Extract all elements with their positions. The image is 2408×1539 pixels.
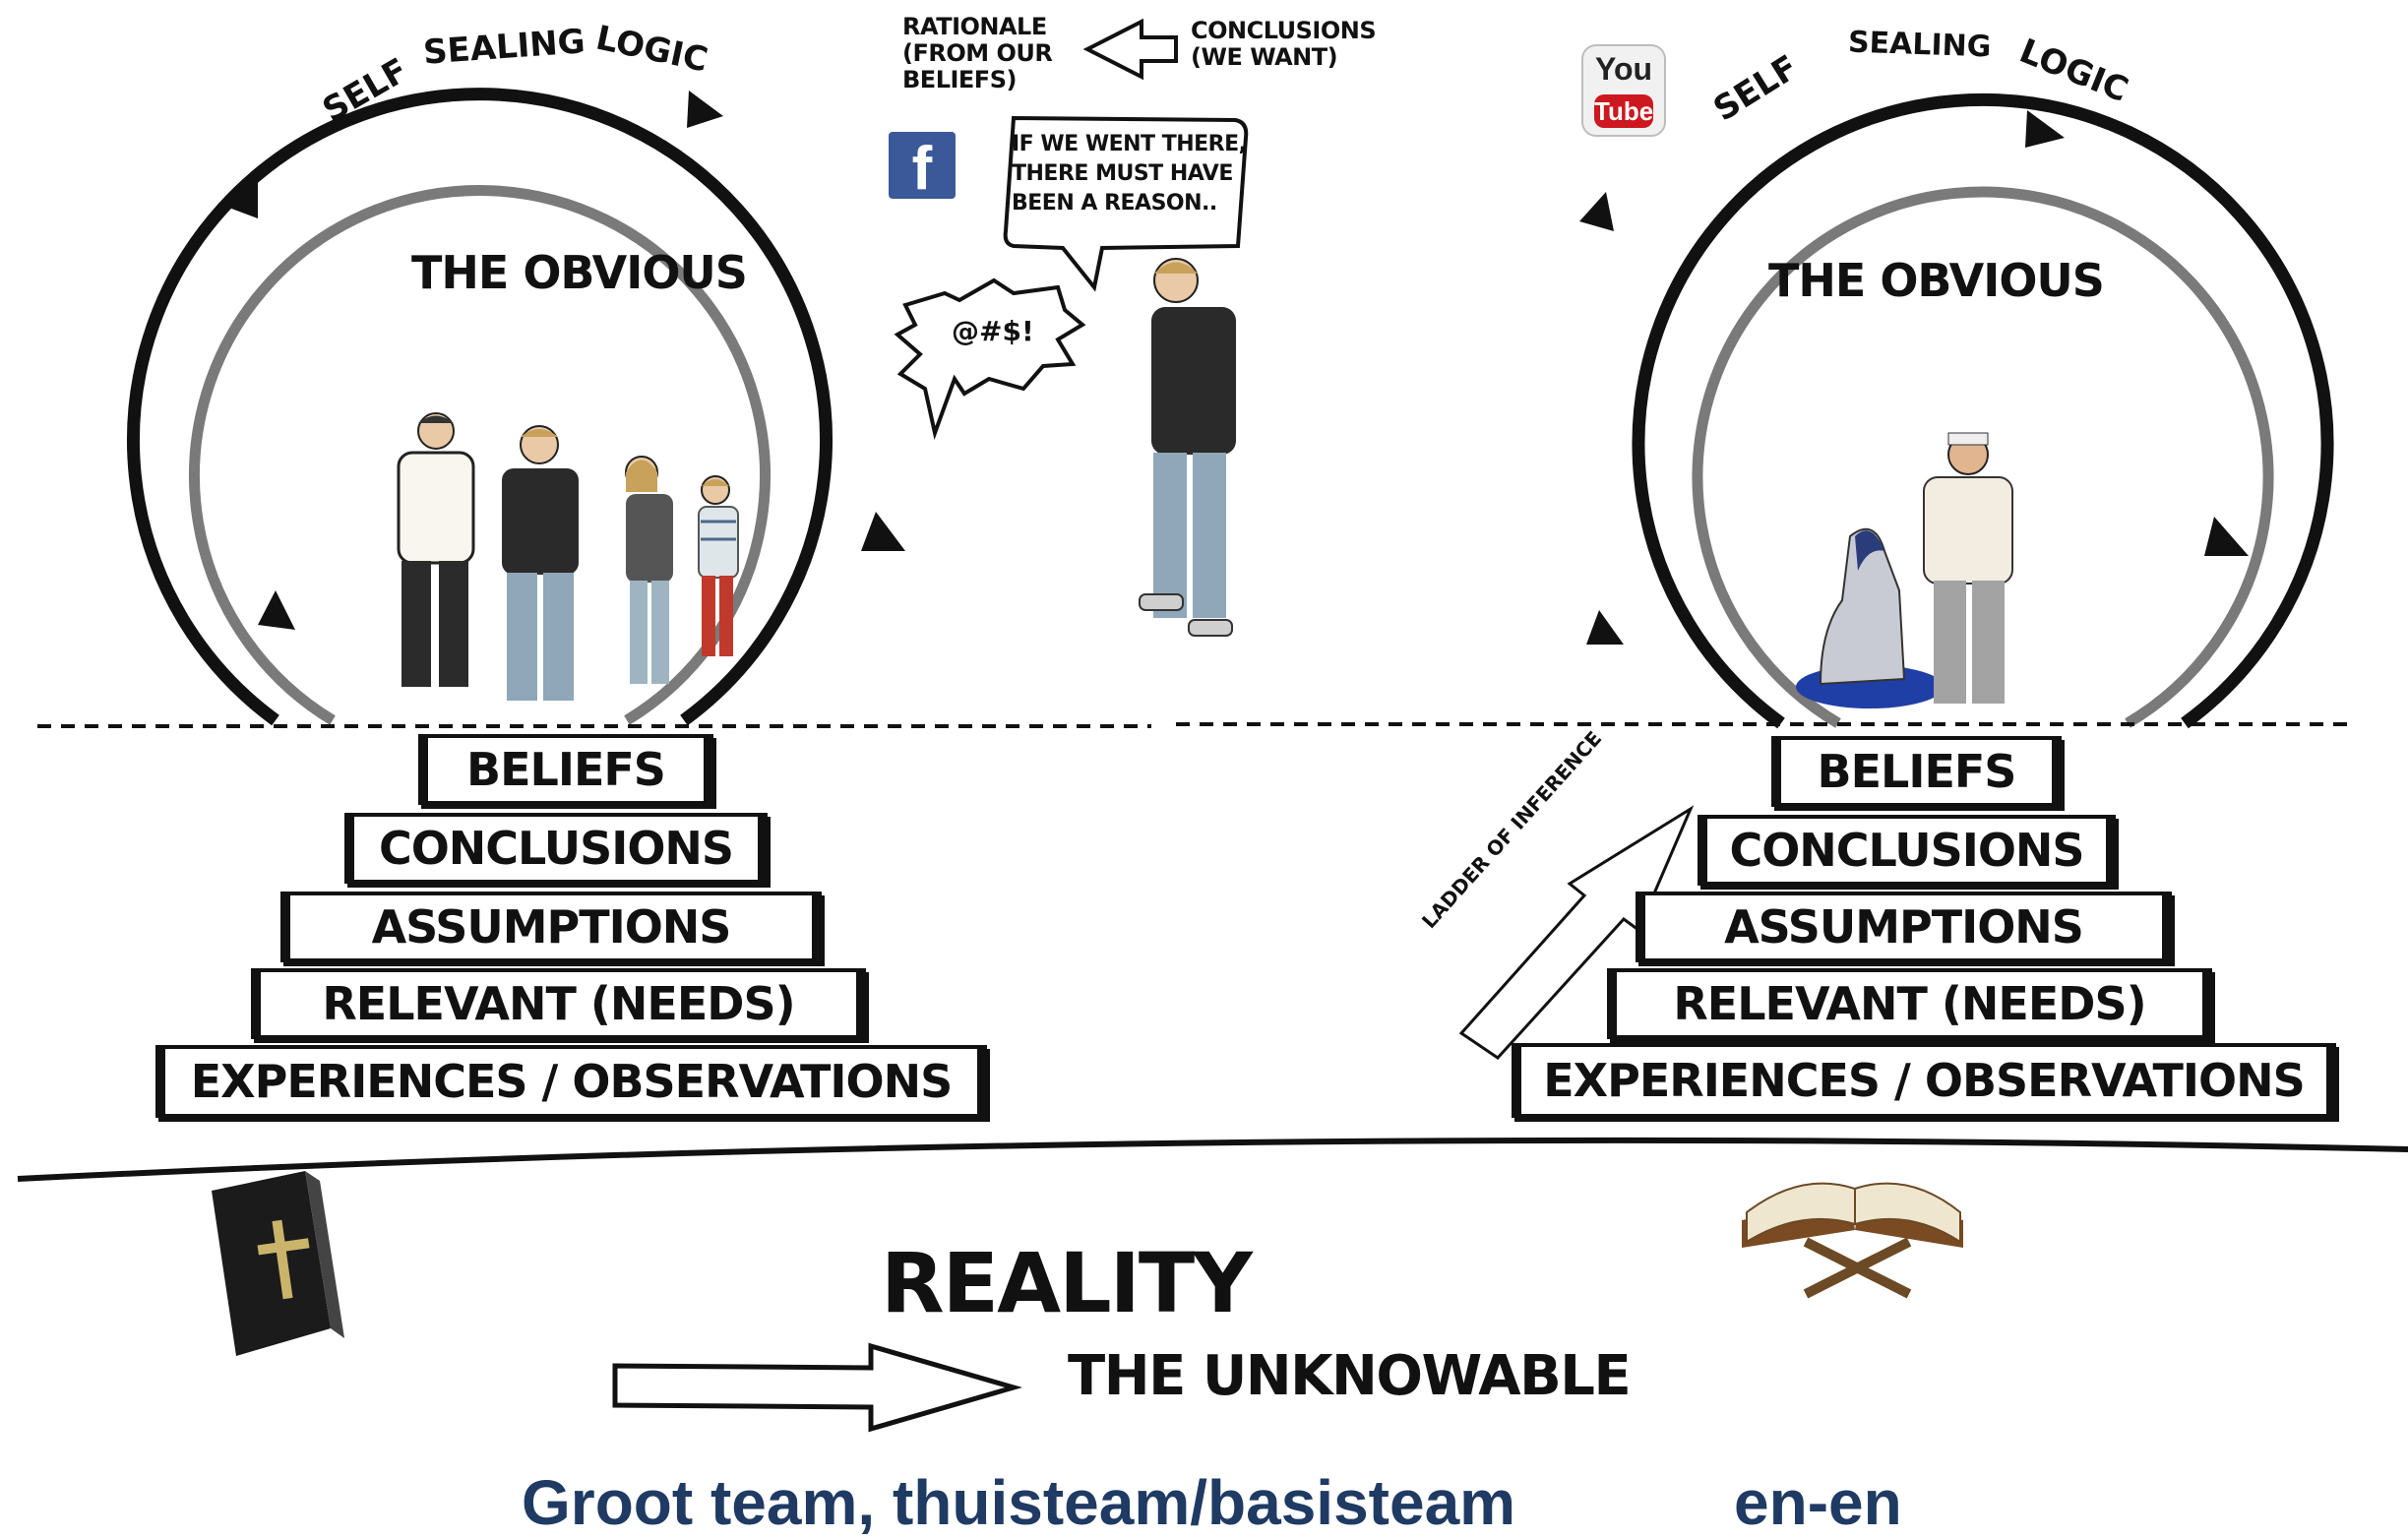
rationale-line-1: RATIONALE [902,13,1047,40]
curse-bubble-shape [894,277,1086,441]
family-group-illustration [397,412,739,701]
right-circle-label: THE OBVIOUS [1768,254,2105,307]
left-circle-label: THE OBVIOUS [411,246,748,299]
speech-line-3: BEEN A REASON.. [1012,191,1217,215]
reality-label: REALITY [881,1235,1253,1331]
bible-icon [212,1171,344,1356]
left-self-sealing-loop [127,88,905,726]
left-step-relevant: RELEVANT (NEEDS) [251,968,866,1039]
rationale-line-3: BELIEFS) [902,66,1017,93]
curse-bubble-text: @#$! [952,315,1034,347]
conclusions-line-2: (WE WANT) [1191,43,1338,71]
right-step-assumptions: ASSUMPTIONS [1636,892,2172,962]
rationale-arrow [1082,18,1178,81]
left-step-beliefs: BELIEFS [418,734,713,805]
unknowable-arrow [612,1342,1022,1433]
speech-line-1: IF WE WENT THERE, [1012,132,1247,156]
ladder-of-inference-arrow [1458,805,1695,1060]
right-step-conclusions: CONCLUSIONS [1698,815,2116,886]
right-step-experiences: EXPERIENCES / OBSERVATIONS [1512,1043,2336,1118]
caption-right: en-en [1734,1467,1902,1538]
praying-couple-illustration [1796,432,2013,708]
reality-ground-line [17,1137,2408,1182]
facebook-icon [889,132,956,199]
youtube-logo-bottom: Tube [1594,96,1654,126]
left-step-conclusions: CONCLUSIONS [344,813,768,884]
right-self-sealing-loop [1579,92,2334,729]
rationale-line-2: (FROM OUR [902,39,1053,67]
conclusions-we-want-label: CONCLUSIONS (WE WANT) [1191,17,1377,71]
caption-left: Groot team, thuisteam/basisteam [522,1467,1516,1538]
left-step-assumptions: ASSUMPTIONS [280,892,822,962]
speech-bubble-shape [1003,115,1249,292]
speech-line-2: THERE MUST HAVE [1012,161,1233,186]
right-arc-label-sealing: SEALING [1847,25,1992,65]
rationale-label: RATIONALE (FROM OUR BELIEFS) [902,13,1053,93]
right-step-relevant: RELEVANT (NEEDS) [1607,968,2212,1039]
speech-bubble-text: IF WE WENT THERE, THERE MUST HAVE BEEN A… [1012,130,1247,218]
youtube-icon [1581,44,1666,137]
unknowable-label: THE UNKNOWABLE [1068,1344,1632,1408]
conclusions-line-1: CONCLUSIONS [1191,17,1377,44]
outside-man-illustration [1139,258,1236,637]
right-step-beliefs: BELIEFS [1771,736,2062,807]
youtube-logo-top: You [1594,51,1653,87]
left-step-experiences: EXPERIENCES / OBSERVATIONS [155,1045,987,1118]
quran-on-stand-icon [1742,1182,1963,1299]
facebook-letter: f [911,135,933,203]
